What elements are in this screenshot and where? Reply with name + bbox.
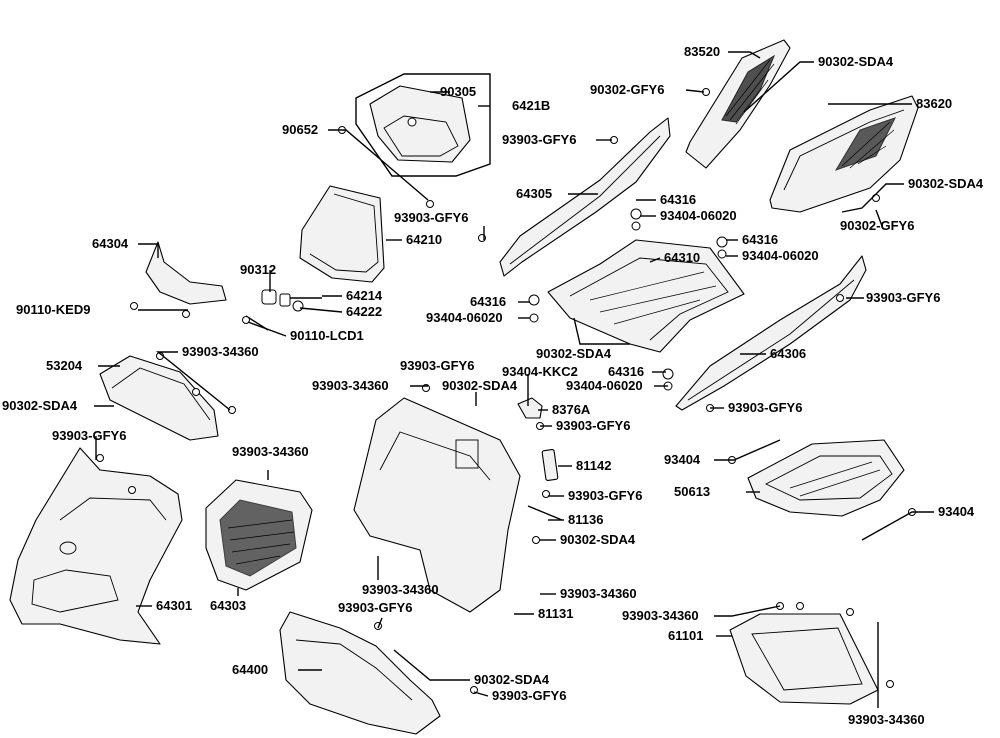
part-81136-drawing bbox=[527, 505, 563, 521]
label-93903-34360-g: 93903-34360 bbox=[848, 712, 925, 727]
label-93903-GFY6-i: 93903-GFY6 bbox=[338, 600, 412, 615]
label-93903-GFY6-h: 93903-GFY6 bbox=[568, 488, 642, 503]
leader-lines bbox=[94, 51, 934, 708]
label-64310: 64310 bbox=[664, 250, 700, 265]
label-64316-c: 64316 bbox=[470, 294, 506, 309]
label-90302-GFY6-top: 90302-GFY6 bbox=[590, 82, 664, 97]
part-53204-drawing bbox=[99, 355, 219, 441]
label-81136: 81136 bbox=[568, 512, 603, 527]
label-93903-34360-d: 93903-34360 bbox=[362, 582, 439, 597]
label-93404-KKC2: 93404-KKC2 bbox=[502, 364, 578, 379]
label-90302-SDA4-b: 90302-SDA4 bbox=[908, 176, 984, 191]
label-93404-a: 93404 bbox=[664, 452, 701, 467]
label-64304: 64304 bbox=[92, 236, 129, 251]
part-81131-drawing bbox=[353, 397, 521, 613]
label-93404-06020-b: 93404-06020 bbox=[742, 248, 819, 263]
label-90110-LCD1: 90110-LCD1 bbox=[290, 328, 364, 343]
label-93903-34360-c: 93903-34360 bbox=[232, 444, 309, 459]
part-64400-drawing bbox=[279, 611, 441, 735]
label-6421B: 6421B bbox=[512, 98, 550, 113]
label-50613: 50613 bbox=[674, 484, 710, 499]
label-93903-GFY6-e: 93903-GFY6 bbox=[728, 400, 802, 415]
label-90312: 90312 bbox=[240, 262, 276, 277]
label-93903-GFY6-a: 93903-GFY6 bbox=[502, 132, 576, 147]
label-93903-GFY6-j: 93903-GFY6 bbox=[492, 688, 566, 703]
label-93903-GFY6-f: 93903-GFY6 bbox=[556, 418, 630, 433]
part-64301-drawing bbox=[9, 447, 183, 645]
part-labels: 83520 90302-SDA4 90302-GFY6 83620 90305 … bbox=[2, 44, 984, 727]
part-hardware-90312-drawing bbox=[245, 289, 322, 331]
label-64316-a: 64316 bbox=[660, 192, 696, 207]
part-64310-drawing bbox=[547, 239, 745, 353]
part-6421B-drawing bbox=[355, 73, 491, 177]
part-81142-drawing bbox=[541, 449, 559, 481]
label-93903-34360-a: 93903-34360 bbox=[182, 344, 259, 359]
label-90110-KED9: 90110-KED9 bbox=[16, 302, 90, 317]
label-90302-SDA4-d: 90302-SDA4 bbox=[442, 378, 518, 393]
label-90652: 90652 bbox=[282, 122, 318, 137]
label-64210: 64210 bbox=[406, 232, 442, 247]
screws bbox=[96, 88, 916, 694]
label-81142: 81142 bbox=[576, 458, 611, 473]
label-93404-06020-a: 93404-06020 bbox=[660, 208, 737, 223]
part-64306-drawing bbox=[675, 255, 867, 411]
label-93903-34360-b: 93903-34360 bbox=[312, 378, 389, 393]
label-64222: 64222 bbox=[346, 304, 382, 319]
part-50613-drawing bbox=[747, 439, 905, 517]
part-64305-drawing bbox=[499, 117, 671, 277]
label-64305: 64305 bbox=[516, 186, 552, 201]
label-8376A: 8376A bbox=[552, 402, 591, 417]
label-81131: 81131 bbox=[538, 606, 573, 621]
label-64301: 64301 bbox=[156, 598, 192, 613]
label-64316-d: 64316 bbox=[608, 364, 644, 379]
part-8376A-drawing bbox=[517, 397, 543, 419]
label-90302-SDA4-c: 90302-SDA4 bbox=[536, 346, 612, 361]
label-83620: 83620 bbox=[916, 96, 952, 111]
label-90302-SDA4-f: 90302-SDA4 bbox=[560, 532, 636, 547]
label-93903-GFY6-b: 93903-GFY6 bbox=[394, 210, 468, 225]
label-93404-b: 93404 bbox=[938, 504, 975, 519]
part-61101-drawing bbox=[729, 613, 879, 705]
part-83520-drawing bbox=[685, 39, 791, 169]
label-64306: 64306 bbox=[770, 346, 806, 361]
label-90305: 90305 bbox=[440, 84, 476, 99]
part-64210-drawing bbox=[299, 185, 385, 283]
label-64214: 64214 bbox=[346, 288, 383, 303]
label-93404-06020-c: 93404-06020 bbox=[426, 310, 503, 325]
label-93903-GFY6-d: 93903-GFY6 bbox=[400, 358, 474, 373]
label-83520: 83520 bbox=[684, 44, 720, 59]
label-93903-34360-e: 93903-34360 bbox=[560, 586, 637, 601]
label-90302-SDA4-g: 90302-SDA4 bbox=[474, 672, 550, 687]
part-64303-drawing bbox=[205, 479, 313, 591]
label-64400: 64400 bbox=[232, 662, 268, 677]
label-90302-SDA4-top: 90302-SDA4 bbox=[818, 54, 894, 69]
label-90302-SDA4-e: 90302-SDA4 bbox=[2, 398, 78, 413]
label-64303: 64303 bbox=[210, 598, 246, 613]
part-64304-drawing bbox=[145, 241, 227, 305]
label-90302-GFY6-b: 90302-GFY6 bbox=[840, 218, 914, 233]
label-61101: 61101 bbox=[668, 628, 703, 643]
label-93903-34360-f: 93903-34360 bbox=[622, 608, 699, 623]
label-93903-GFY6-c: 93903-GFY6 bbox=[866, 290, 940, 305]
label-93404-06020-d: 93404-06020 bbox=[566, 378, 643, 393]
label-53204: 53204 bbox=[46, 358, 83, 373]
label-93903-GFY6-g: 93903-GFY6 bbox=[52, 428, 126, 443]
label-64316-b: 64316 bbox=[742, 232, 778, 247]
part-83620-drawing bbox=[769, 95, 919, 213]
